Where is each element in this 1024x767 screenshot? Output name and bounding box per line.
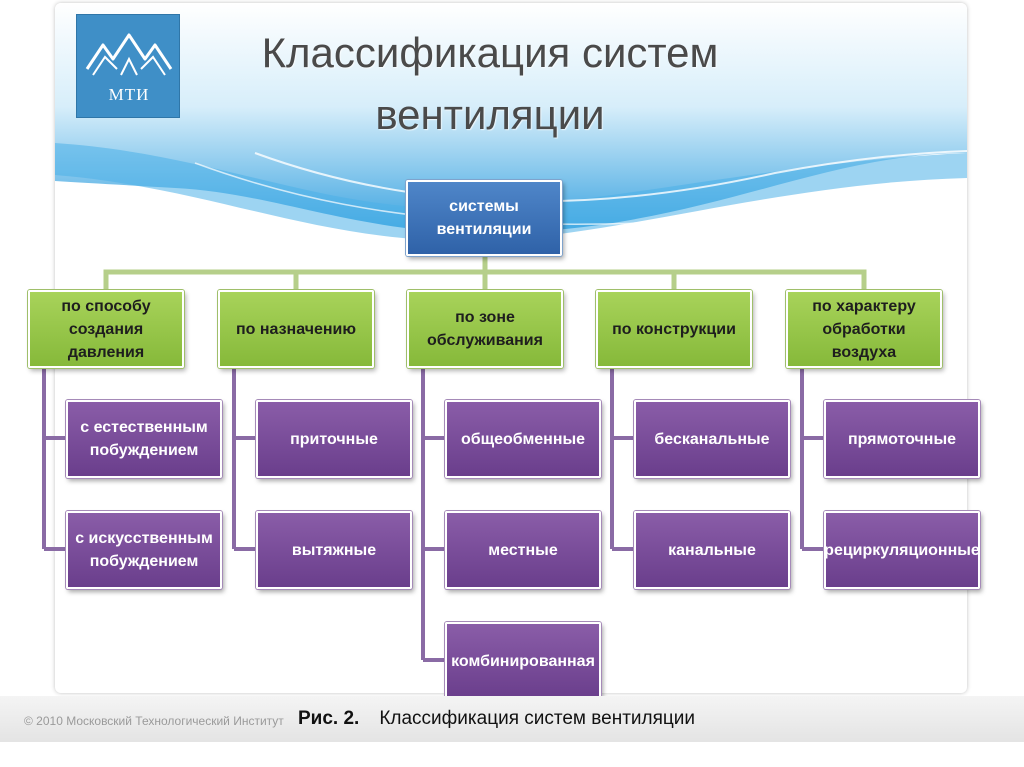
node-leaf-label: вытяжные [291, 541, 377, 559]
node-category-label: по зоне обслуживания [427, 309, 543, 349]
logo-text: МТИ [108, 85, 150, 104]
node-leaf-label: с естественным побуждением [80, 419, 208, 459]
node-root-label: системы вентиляции [436, 198, 532, 238]
mountains-icon [85, 33, 173, 76]
node-leaf-ducted: канальные [634, 511, 790, 589]
node-leaf-label: канальные [668, 541, 756, 559]
footer-copyright: © 2010 Московский Технологический Инстит… [24, 714, 284, 728]
slide-title-line-1: Классификация систем [261, 29, 719, 76]
node-leaf-label: бесканальные [654, 430, 770, 448]
slide-title: Классификация систем вентиляции [210, 22, 770, 146]
node-leaf-label: местные [488, 541, 558, 559]
node-leaf-label: общеобменные [460, 430, 586, 448]
node-leaf-label: с искусственным побуждением [75, 530, 213, 570]
node-leaf-general: общеобменные [445, 400, 601, 478]
figure-caption: Рис. 2. Классификация систем вентиляции [298, 708, 695, 730]
node-category-construction: по конструкции [596, 290, 752, 368]
node-category-label: по назначению [235, 320, 357, 338]
node-leaf-once-through: прямоточные [824, 400, 980, 478]
node-category-pressure: по способу создания давления [28, 290, 184, 368]
node-leaf-label: рециркуляционные [824, 541, 980, 559]
node-category-air-treatment: по характеру обработки воздуха [786, 290, 942, 368]
node-category-label: по способу создания давления [61, 297, 151, 361]
node-category-zone: по зоне обслуживания [407, 290, 563, 368]
node-leaf-label: приточные [290, 430, 378, 448]
node-leaf-natural: с естественным побуждением [66, 400, 222, 478]
footer-bar [0, 696, 1024, 742]
mti-logo: МТИ [76, 14, 180, 118]
node-leaf-ductless: бесканальные [634, 400, 790, 478]
slide-title-line-2: вентиляции [375, 91, 605, 138]
node-leaf-label: прямоточные [847, 430, 957, 448]
node-category-purpose: по назначению [218, 290, 374, 368]
figure-caption-text: Классификация систем вентиляции [379, 708, 696, 729]
node-root: системы вентиляции [406, 180, 562, 256]
node-leaf-label: комбинированная [451, 652, 595, 670]
node-category-label: по конструкции [612, 320, 736, 338]
node-leaf-mechanical: с искусственным побуждением [66, 511, 222, 589]
node-leaf-exhaust: вытяжные [256, 511, 412, 589]
node-leaf-supply: приточные [256, 400, 412, 478]
node-leaf-combined: комбинированная [445, 622, 601, 700]
figure-caption-label: Рис. 2. [298, 708, 360, 729]
node-leaf-recirculation: рециркуляционные [824, 511, 980, 589]
sky-background [55, 3, 967, 242]
node-category-label: по характеру обработки воздуха [812, 297, 916, 361]
node-leaf-local: местные [445, 511, 601, 589]
